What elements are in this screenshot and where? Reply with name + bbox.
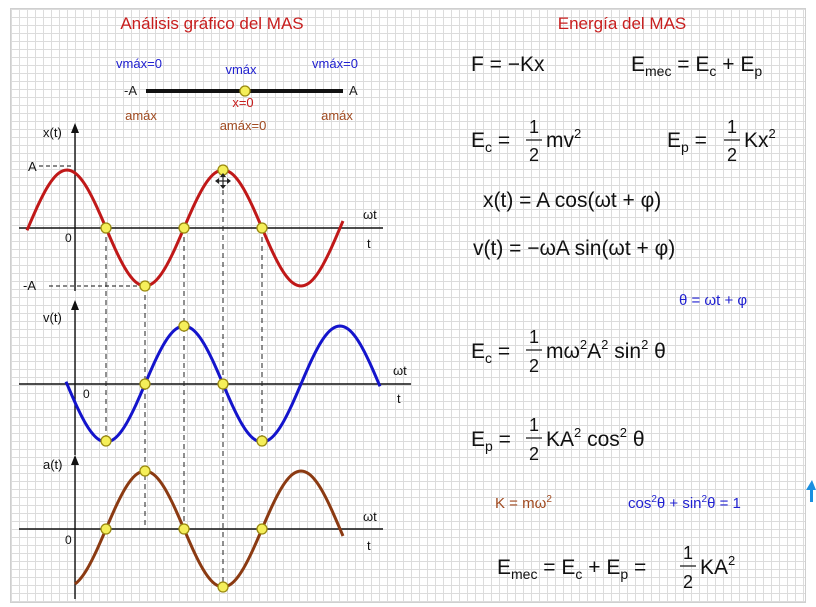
- k-relation: K = mω2: [495, 494, 552, 512]
- x-graph-a-mark: A: [28, 159, 37, 174]
- amax-left-label: amáx: [125, 108, 157, 123]
- mas-board: Análisis gráfico del MAS Energía del MAS…: [10, 8, 806, 603]
- svg-text:1: 1: [529, 327, 539, 347]
- svg-text:1: 1: [727, 117, 737, 137]
- trig-identity: cos2θ + sin2θ = 1: [628, 494, 741, 512]
- svg-text:mω2A2 sin2 θ: mω2A2 sin2 θ: [546, 337, 666, 363]
- v-graph-origin: 0: [83, 387, 90, 401]
- x-graph-t-label: t: [367, 236, 371, 251]
- svg-text:mv2: mv2: [546, 126, 581, 152]
- svg-text:Ec =: Ec =: [471, 129, 510, 155]
- a-graph-t-label: t: [367, 538, 371, 553]
- vmax-right-label: vmáx=0: [312, 56, 358, 71]
- marker-point: [256, 523, 268, 535]
- kinetic-energy-basic: Ec = 1 2 mv2: [471, 117, 581, 165]
- equations: F = −Kx Emec = Ec + Ep Ec = 1 2 mv2 Ep =…: [471, 53, 776, 260]
- svg-text:2: 2: [529, 145, 539, 165]
- v-graph-t-label: t: [397, 391, 401, 406]
- total-energy-equation: Emec = Ec + Ep = 1 2 KA2: [497, 543, 735, 592]
- energy-theta-equations: Ec = 1 2 mω2A2 sin2 θ Ep = 1 2 KA2 cos2 …: [471, 327, 666, 464]
- amax-center-label: amáx=0: [220, 118, 267, 133]
- marker-point: [178, 320, 190, 332]
- svg-text:Ep =: Ep =: [471, 428, 511, 454]
- kinetic-energy-theta: Ec = 1 2 mω2A2 sin2 θ: [471, 327, 666, 376]
- vmax-left-label: vmáx=0: [116, 56, 162, 71]
- right-title: Energía del MAS: [558, 14, 687, 33]
- potential-energy-basic: Ep = 1 2 Kx2: [667, 117, 776, 165]
- svg-text:2: 2: [529, 444, 539, 464]
- marker-point: [217, 581, 229, 593]
- svg-text:KA2 cos2 θ: KA2 cos2 θ: [546, 425, 645, 451]
- svg-text:1: 1: [683, 543, 693, 563]
- marker-point: [139, 378, 151, 390]
- mechanical-energy-equation: Emec = Ec + Ep: [631, 53, 762, 79]
- marker-point: [100, 523, 112, 535]
- v-graph-axis-arrow-icon: [71, 300, 79, 310]
- move-cursor-icon: [215, 173, 231, 189]
- a-graph-wt-label: ωt: [363, 509, 377, 524]
- svg-text:Kx2: Kx2: [744, 126, 776, 152]
- marker-point: [139, 465, 151, 477]
- v-graph: v(t) 0 ωt t: [19, 300, 411, 455]
- marker-point: [178, 523, 190, 535]
- oscillator-scheme: vmáx=0 vmáx vmáx=0 -A A x=0 amáx amáx=0 …: [116, 56, 358, 133]
- v-graph-label: v(t): [43, 310, 62, 325]
- svg-text:Emec = Ec + Ep =: Emec = Ec + Ep =: [497, 556, 646, 582]
- x-zero-label: x=0: [232, 95, 253, 110]
- left-title: Análisis gráfico del MAS: [120, 14, 303, 33]
- svg-text:Ep =: Ep =: [667, 129, 707, 155]
- potential-energy-theta: Ep = 1 2 KA2 cos2 θ: [471, 415, 645, 464]
- marker-point: [139, 280, 151, 292]
- force-equation: F = −Kx: [471, 53, 545, 76]
- x-graph-label: x(t): [43, 125, 62, 140]
- marker-point: [100, 222, 112, 234]
- svg-text:1: 1: [529, 415, 539, 435]
- a-graph-label: a(t): [43, 457, 63, 472]
- a-curve: [74, 469, 345, 589]
- x-graph-origin: 0: [65, 231, 72, 245]
- svg-text:2: 2: [727, 145, 737, 165]
- velocity-equation: v(t) = −ωA sin(ωt + φ): [473, 237, 675, 260]
- position-equation: x(t) = A cos(ωt + φ): [483, 189, 661, 212]
- marker-point: [217, 378, 229, 390]
- arrow-cursor-icon: [806, 480, 816, 502]
- plus-a-label: A: [349, 83, 358, 98]
- marker-points: [100, 164, 268, 593]
- svg-text:Ec =: Ec =: [471, 340, 510, 366]
- x-graph: x(t) A -A 0 ωt t: [19, 123, 383, 293]
- a-graph-origin: 0: [65, 533, 72, 547]
- svg-text:2: 2: [683, 572, 693, 592]
- minus-a-label: -A: [124, 83, 137, 98]
- svg-text:1: 1: [529, 117, 539, 137]
- marker-point: [100, 435, 112, 447]
- board-canvas: Análisis gráfico del MAS Energía del MAS…: [19, 14, 776, 599]
- amax-right-label: amáx: [321, 108, 353, 123]
- x-graph-neg-a-mark: -A: [23, 278, 36, 293]
- v-graph-wt-label: ωt: [393, 363, 407, 378]
- a-graph-axis-arrow-icon: [71, 455, 79, 465]
- x-graph-wt-label: ωt: [363, 207, 377, 222]
- oscillator-mass: [239, 85, 251, 97]
- marker-point: [178, 222, 190, 234]
- a-graph: a(t) 0 ωt t: [19, 455, 383, 599]
- vmax-center-label: vmáx: [225, 62, 257, 77]
- marker-point: [256, 222, 268, 234]
- x-graph-axis-arrow-icon: [71, 123, 79, 133]
- svg-text:2: 2: [529, 356, 539, 376]
- svg-text:KA2: KA2: [700, 553, 735, 579]
- marker-point: [256, 435, 268, 447]
- theta-definition: θ = ωt + φ: [679, 292, 747, 309]
